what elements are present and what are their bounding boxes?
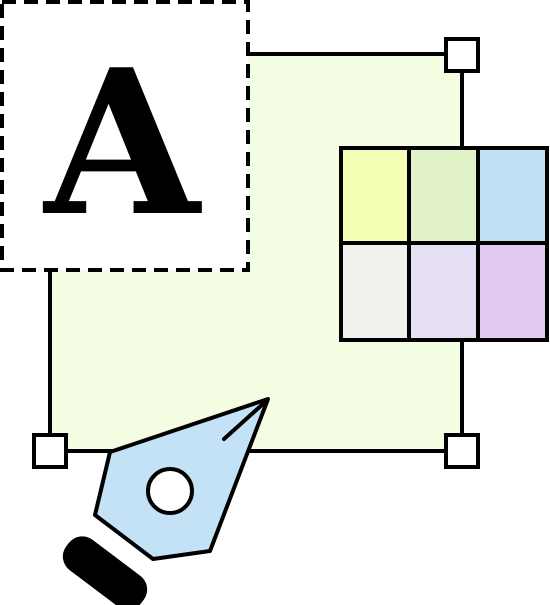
text-box-dashed: [0, 0, 250, 272]
pen-nib-hole: [146, 467, 194, 515]
swatch-yellow: [339, 146, 411, 245]
selection-handle-top-right: [444, 37, 480, 73]
pen-nib-slit: [222, 401, 266, 441]
typography-letter: A: [42, 26, 202, 261]
swatch-green: [407, 146, 480, 245]
selection-handle-bottom-left: [32, 433, 68, 469]
swatch-blue: [476, 146, 549, 245]
swatch-purple: [476, 241, 549, 342]
swatch-gray: [339, 241, 411, 342]
swatch-lavender: [407, 241, 480, 342]
pen-grip: [62, 536, 148, 605]
selection-handle-bottom-right: [444, 433, 480, 469]
pen-tool-icon: [62, 397, 270, 605]
color-palette-grid: [339, 146, 549, 342]
